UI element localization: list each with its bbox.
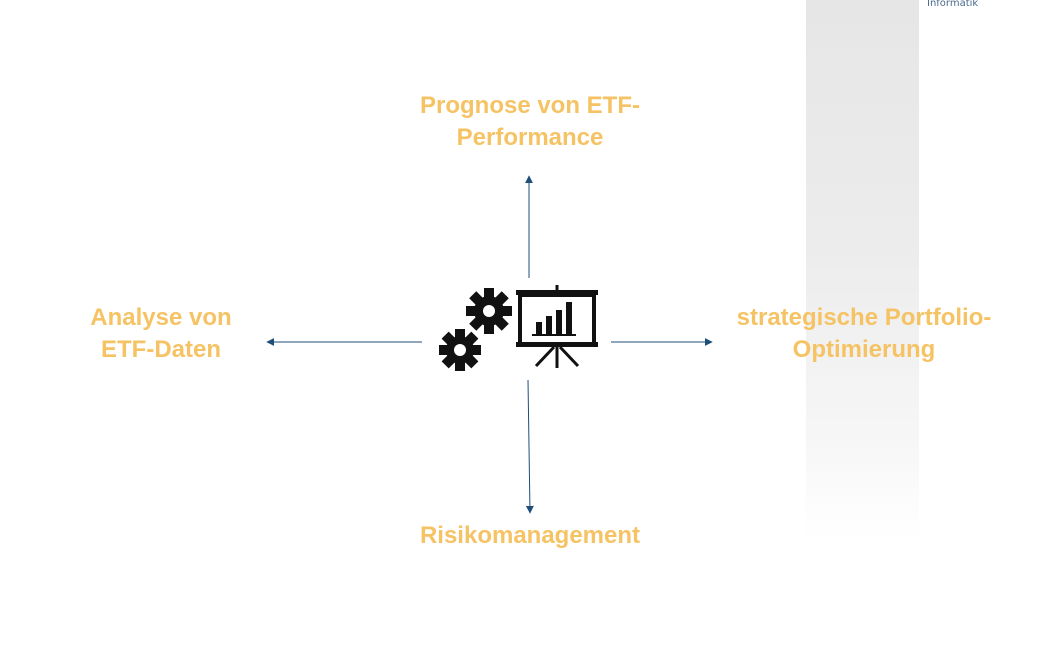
label-line: Risikomanagement [419, 522, 641, 549]
center-icon-group [439, 285, 598, 371]
label-line: ETF-Daten [101, 336, 221, 363]
label-analysis-etf-data: Analyse von ETF-Daten [40, 302, 282, 366]
presentation-board-icon [516, 285, 598, 368]
label-risk-management: Risikomanagement [380, 520, 680, 552]
label-strategic-portfolio-optimization: strategische Portfolio- Optimierung [714, 302, 1014, 366]
label-line: strategische Portfolio- [736, 304, 992, 331]
gears-icon [439, 288, 512, 371]
label-line: Optimierung [792, 336, 936, 363]
arrow-down [525, 379, 534, 514]
background-gray-band [806, 0, 919, 540]
brand-label: Informatik [927, 0, 979, 9]
label-line: Performance [456, 124, 604, 151]
label-line: Prognose von ETF- [419, 92, 640, 119]
label-line: Analyse von [90, 304, 232, 331]
label-forecast-etf-performance: Prognose von ETF- Performance [380, 90, 680, 154]
